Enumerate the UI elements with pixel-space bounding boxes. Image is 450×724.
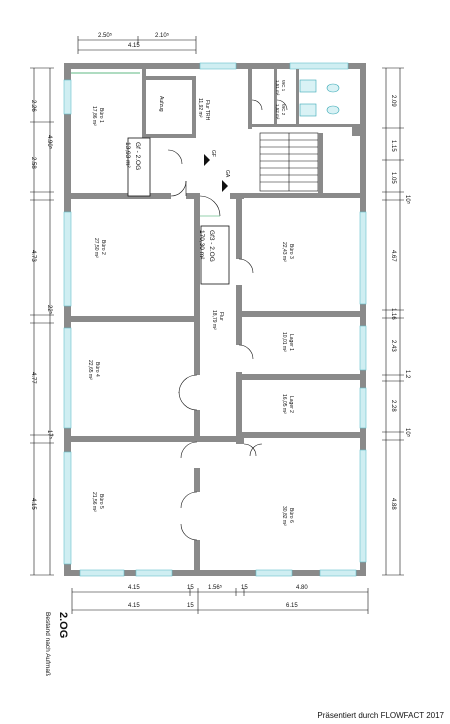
windows	[63, 62, 367, 577]
room-name-buero4: Büro 4	[94, 362, 100, 377]
room-area-flur2: 18,79 m²	[211, 310, 217, 330]
room-name-wc2: WC 2	[281, 104, 286, 116]
room-name-flur2: Flur	[218, 312, 224, 321]
room-name-lager1: Lager 1	[288, 334, 294, 351]
dim-right-10: 10⁵	[404, 428, 411, 438]
dimension-labels: 2.50⁵ 2.10⁵ 4.15 2.26 4.90⁵ 2.58 4.73 22…	[30, 32, 411, 609]
stair-markers: GF GA	[204, 150, 230, 192]
sheet-title-text: 2.OG	[57, 612, 69, 638]
dim-left-3: 2.58	[30, 157, 36, 169]
dim-right-4: 10⁵	[404, 195, 411, 205]
room-name-wc1: WC 1	[281, 80, 286, 92]
dim-left-6: 4.77	[30, 372, 36, 384]
dim-right-5: 4.67	[390, 250, 396, 262]
dim-bottom-8: 6.15	[286, 603, 298, 609]
dim-bottom-2: 15	[187, 585, 194, 591]
room-name-lager2: Lager 2	[288, 396, 294, 413]
room-name-buero3: Büro 3	[288, 244, 294, 259]
arrow-up-icon	[204, 154, 210, 166]
dim-top-1: 2.50⁵	[98, 32, 113, 39]
room-area-buero3: 22,43 m²	[281, 242, 287, 262]
area-box-gf3-value: 170,30 m²	[198, 230, 205, 260]
room-name-buero2: Büro 2	[100, 240, 106, 255]
dim-right-3: 1.05	[390, 172, 396, 184]
dim-top-3: 4.15	[128, 43, 140, 49]
room-name-buero1: Büro 1	[98, 108, 104, 123]
sheet-title: 2.OG Bestand nach Aufmaß	[44, 612, 69, 676]
room-area-wc1: 1,51 m²	[275, 80, 280, 96]
dim-bottom-1: 4.15	[128, 585, 140, 591]
dim-left-7: 17⁵	[46, 430, 53, 440]
dim-right-9: 2.28	[390, 400, 396, 412]
area-box-gf-title: Gf - 2.OG	[134, 142, 141, 170]
dim-left-5: 22⁵	[46, 305, 53, 315]
dim-left-8: 4.15	[30, 498, 36, 510]
dim-top-2: 2.10⁵	[155, 32, 170, 39]
dim-bottom-6: 4.15	[128, 603, 140, 609]
credit-text: Präsentiert durch FLOWFACT 2017	[317, 711, 444, 720]
dim-right-7: 2.43	[390, 340, 396, 352]
dim-bottom-3: 1.56⁵	[208, 584, 223, 591]
dim-right-11: 4.88	[390, 498, 396, 510]
dim-right-8: 1.2	[404, 370, 410, 379]
room-name-aufzug: Aufzug	[158, 96, 164, 112]
area-box-gf: Gf - 2.OG 13,93 m²	[124, 137, 151, 197]
room-area-lager1: 10,01 m²	[281, 332, 287, 352]
area-box-gf-value: 13,93 m²	[124, 142, 131, 168]
dim-right-1: 2.09	[390, 95, 396, 107]
area-box-gf3: Gf3 - 2.OG 170,30 m²	[198, 225, 230, 285]
room-area-buero6: 30,82 m²	[281, 506, 287, 526]
dim-right-6: 1.16	[390, 308, 396, 320]
arrow-down-icon	[222, 180, 228, 192]
dim-right-2: 1.15	[390, 140, 396, 152]
room-name-flur: Flur TRH	[204, 100, 210, 121]
sheet-subtitle-text: Bestand nach Aufmaß	[44, 612, 51, 676]
dimension-lines	[30, 36, 404, 614]
staircase	[259, 132, 323, 193]
room-area-wc2: 1,52 m²	[275, 104, 280, 120]
room-area-buero5: 21,56 m²	[91, 492, 97, 512]
area-box-gf3-title: Gf3 - 2.OG	[208, 230, 215, 262]
dim-left-1: 2.26	[30, 100, 36, 112]
doors	[167, 99, 288, 541]
dim-bottom-5: 4.80	[296, 585, 308, 591]
room-area-flur: 11,92 m²	[197, 98, 203, 118]
dim-left-2: 4.90⁵	[46, 135, 53, 150]
room-name-buero5: Büro 5	[98, 494, 104, 509]
wc-fixtures	[299, 79, 340, 117]
room-area-buero2: 27,50 m²	[93, 238, 99, 258]
dim-bottom-7: 15	[187, 603, 194, 609]
room-area-lager2: 16,05 m²	[281, 394, 287, 414]
interior-walls	[71, 69, 360, 570]
dim-left-4: 4.73	[30, 250, 36, 262]
dim-bottom-4: 15	[241, 585, 248, 591]
marker-up: GF	[210, 150, 216, 157]
room-name-buero6: Büro 6	[288, 508, 294, 523]
room-area-buero1: 17,86 m²	[91, 106, 97, 126]
room-area-buero4: 22,65 m²	[87, 360, 93, 380]
room-labels: Büro 1 17,86 m² Aufzug Flur TRH 11,92 m²…	[87, 80, 294, 526]
marker-down: GA	[224, 170, 230, 178]
